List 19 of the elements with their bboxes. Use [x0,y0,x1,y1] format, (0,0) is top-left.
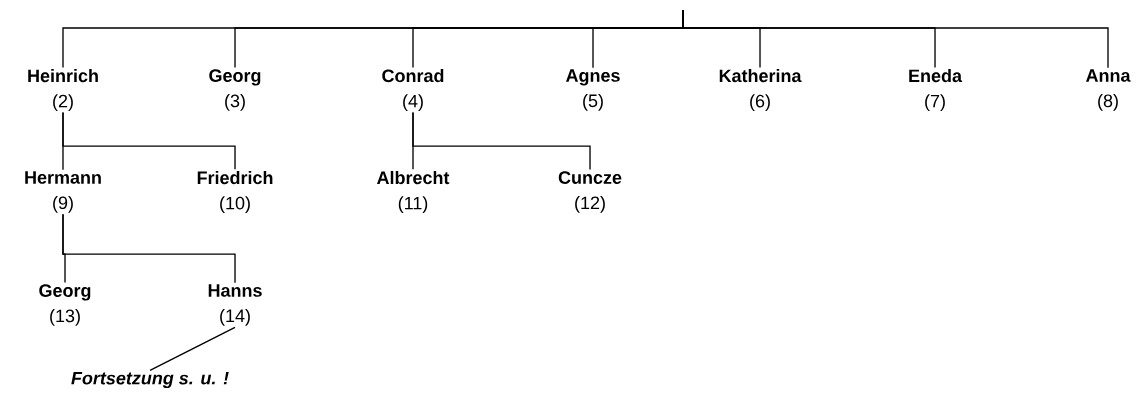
person-name: Georg (13) [39,284,91,326]
person-name: Georg (3) [209,69,261,111]
tree-line [412,111,591,171]
person-name: Katherina (6) [719,68,802,111]
person-name: Eneda (7) [909,68,963,111]
person-name: Conrad (4) [382,68,444,111]
person-name: Hermann (9) [25,171,101,213]
person-name: Heinrich (2) [28,68,98,111]
tree-line [62,213,236,284]
tree-line [62,111,236,170]
person-name: Albrecht (11) [377,170,450,213]
person-name: Anna (8) [1086,69,1131,111]
note-text: Fortsetzung s. u. ! [71,371,229,389]
person-name: Agnes (5) [566,69,620,111]
person-name: Hanns (14) [208,284,262,326]
person-name: Friedrich (10) [197,170,273,213]
person-name: Cuncze (12) [558,171,622,213]
tree-line [682,9,1109,69]
tree-line [149,326,236,372]
